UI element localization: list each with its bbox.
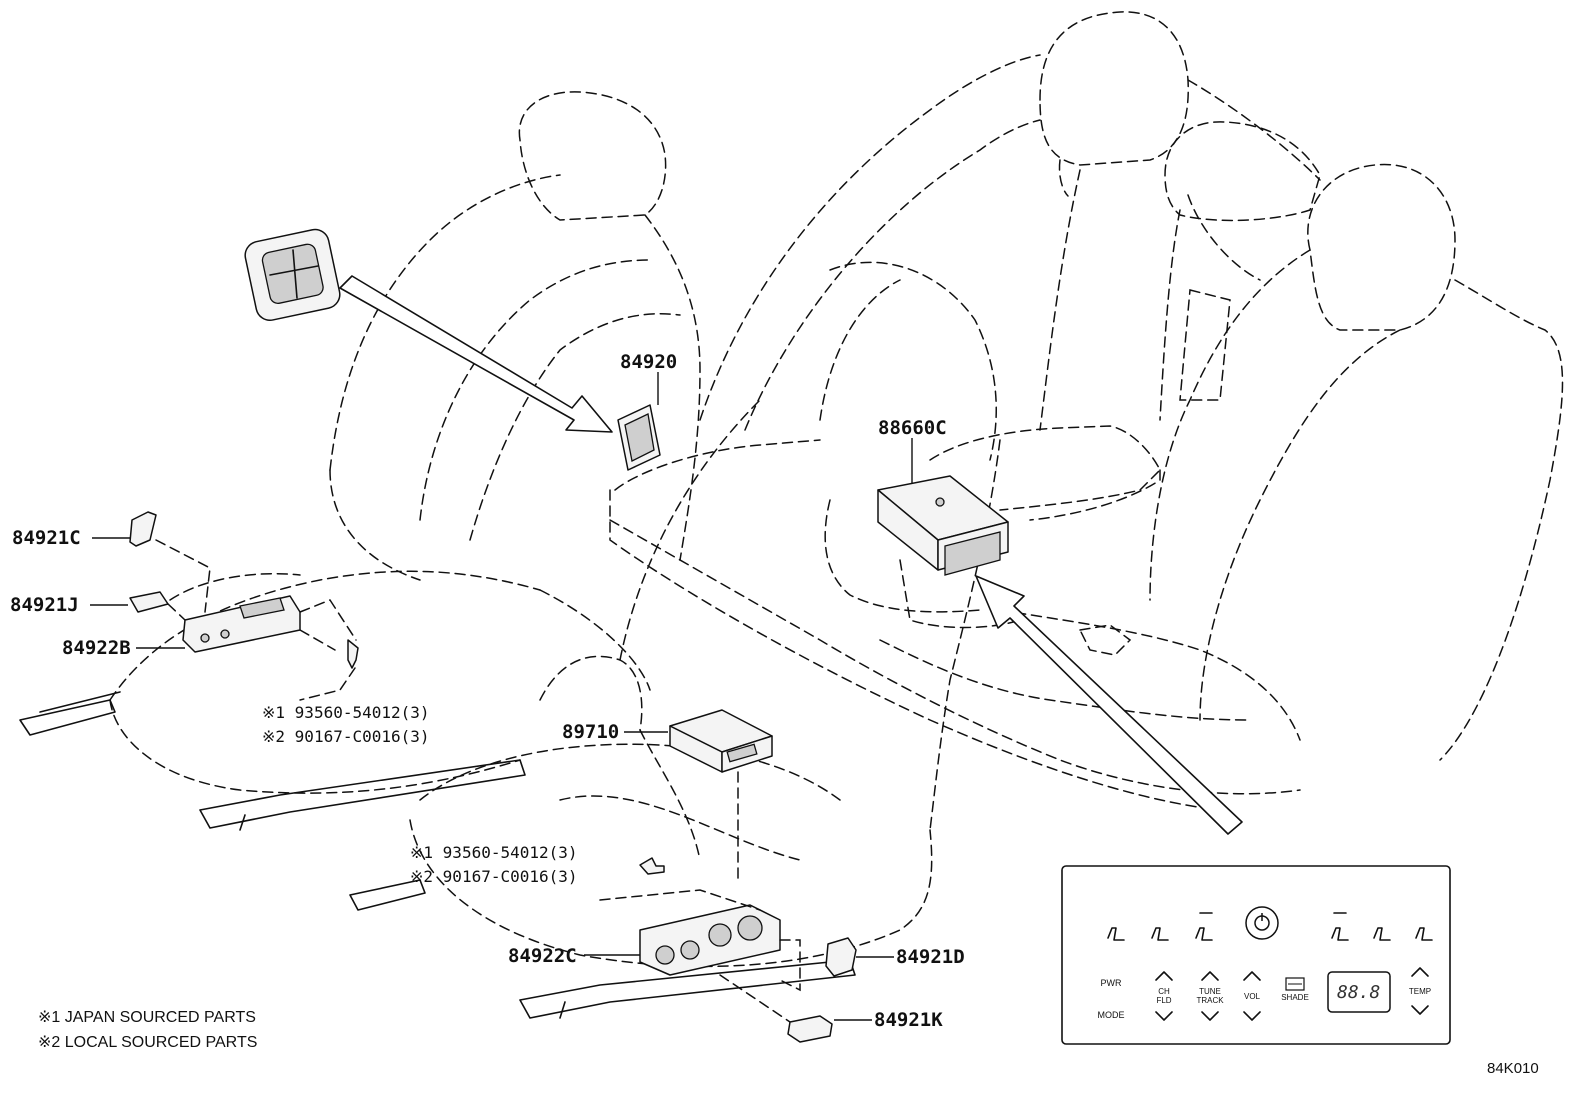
fastener-ref-left-1: ※1 93560-54012(3) <box>262 703 430 722</box>
chevron-down-icon <box>1243 1011 1261 1021</box>
screw-left <box>347 639 359 669</box>
part-84921d-knob <box>825 937 857 977</box>
temp-display <box>1327 971 1391 1013</box>
seat-heat-icon <box>1195 912 1213 941</box>
seat-icon <box>1373 927 1391 941</box>
part-89710-ecu <box>669 709 773 773</box>
label-84921d: 84921D <box>896 946 965 968</box>
seat-icon <box>1415 927 1433 941</box>
label-89710: 89710 <box>562 721 619 743</box>
chevron-down-icon <box>1411 1005 1429 1015</box>
tune-label: TUNE <box>1199 987 1221 996</box>
label-88660c: 88660C <box>878 417 947 439</box>
seat-heat-icon <box>1331 912 1349 941</box>
label-84921j: 84921J <box>10 594 79 616</box>
vol-label: VOL <box>1244 992 1261 1001</box>
track-label: TRACK <box>1196 996 1224 1005</box>
label-84920: 84920 <box>620 351 677 373</box>
label-84922c: 84922C <box>508 945 577 967</box>
label-84921c: 84921C <box>12 527 81 549</box>
chevron-up-icon <box>1155 971 1173 981</box>
mode-label: MODE <box>1098 1010 1125 1020</box>
chevron-up-icon <box>1243 971 1261 981</box>
part-84920-switch <box>617 404 661 471</box>
chevron-down-icon <box>1155 1011 1173 1021</box>
part-84922b-switch <box>182 595 301 653</box>
part-84921j-cover <box>129 591 169 613</box>
rear-control-panel: PWR MODE CH FLD TUNE TRACK VOL SHADE 88.… <box>1061 865 1451 1045</box>
rear-seat-outline <box>609 11 1564 811</box>
arrow-icon <box>339 275 613 433</box>
shade-icon <box>1285 977 1305 991</box>
label-84922b: 84922B <box>62 637 131 659</box>
temp-display-value: 88.8 <box>1337 982 1380 1003</box>
seat-switch-inset <box>244 228 341 322</box>
power-icon <box>1245 906 1279 940</box>
temp-label: TEMP <box>1409 987 1431 996</box>
assembly-dash-lines <box>155 539 801 1023</box>
arrow-icon <box>975 575 1243 835</box>
note-japan-sourced: ※1 JAPAN SOURCED PARTS <box>38 1009 256 1026</box>
figure-code: 84K010 <box>1487 1060 1539 1077</box>
pwr-label: PWR <box>1101 978 1122 988</box>
part-88660c-controller <box>877 475 1009 576</box>
part-84921c-knob <box>129 511 157 547</box>
chevron-up-icon <box>1411 967 1429 977</box>
shade-label: SHADE <box>1281 993 1309 1002</box>
leader-lines <box>90 372 913 1021</box>
chevron-down-icon <box>1201 1011 1219 1021</box>
ch-label: CH <box>1158 987 1170 996</box>
fastener-ref-center-1: ※1 93560-54012(3) <box>410 843 578 862</box>
part-84921k-knob <box>787 1015 833 1043</box>
note-local-sourced: ※2 LOCAL SOURCED PARTS <box>38 1034 257 1051</box>
fastener-ref-center-2: ※2 90167-C0016(3) <box>410 867 578 886</box>
chevron-up-icon <box>1201 971 1219 981</box>
front-seat-outline <box>19 91 701 831</box>
seat-icon <box>1107 927 1125 941</box>
fastener-ref-left-2: ※2 90167-C0016(3) <box>262 727 430 746</box>
screw-center <box>639 857 665 875</box>
label-84921k: 84921K <box>874 1009 943 1031</box>
part-84922c-switch <box>639 904 781 976</box>
fld-label: FLD <box>1156 996 1171 1005</box>
seat-icon <box>1151 927 1169 941</box>
